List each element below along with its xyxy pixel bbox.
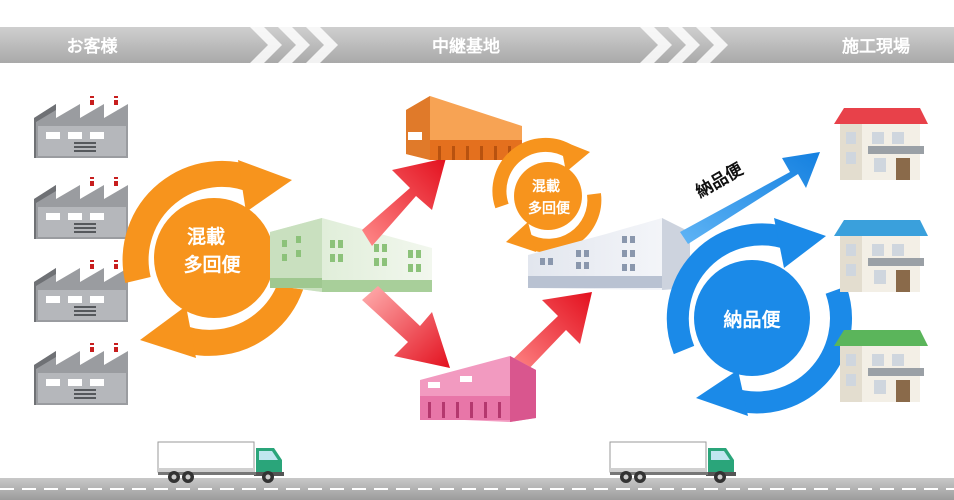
road (0, 478, 954, 500)
truck-icon (157, 441, 285, 484)
house-icon (834, 330, 928, 402)
house-icon (834, 220, 928, 292)
factory-icon (34, 96, 128, 158)
relay-label-line2: 多回便 (528, 200, 571, 217)
chevron-icon (640, 27, 728, 63)
flow-arrow-down (362, 286, 450, 368)
stage-label-relay-base: 中継基地 (432, 36, 500, 57)
flow-arrow-pink-to-grey (510, 292, 592, 376)
warehouse-icon (420, 356, 536, 422)
stage-label-construction-site: 施工現場 (842, 36, 910, 57)
factory-icon (34, 343, 128, 405)
flow-arrow-up (362, 158, 446, 246)
mixed-label-line2: 多回便 (183, 253, 241, 276)
house-icon (834, 108, 928, 180)
cycle-arrow-icon: 納品便 (666, 218, 852, 416)
mixed-label-line1: 混載 (187, 225, 225, 248)
factory-icon (34, 177, 128, 239)
cycle-arrow-icon: 混載 多回便 (492, 137, 602, 253)
warehouse-icon (406, 96, 522, 160)
chevron-icon (250, 27, 338, 63)
relay-label-line1: 混載 (532, 178, 560, 195)
delivery-circle-label: 納品便 (723, 308, 781, 331)
truck-icon (609, 441, 737, 484)
stage-header-bar: お客様 中継基地 施工現場 (0, 27, 954, 63)
warehouse-icon (270, 218, 432, 292)
stage-label-customer: お客様 (67, 36, 119, 57)
delivery-arrow-label: 納品便 (692, 158, 748, 202)
factory-icon (34, 260, 128, 322)
